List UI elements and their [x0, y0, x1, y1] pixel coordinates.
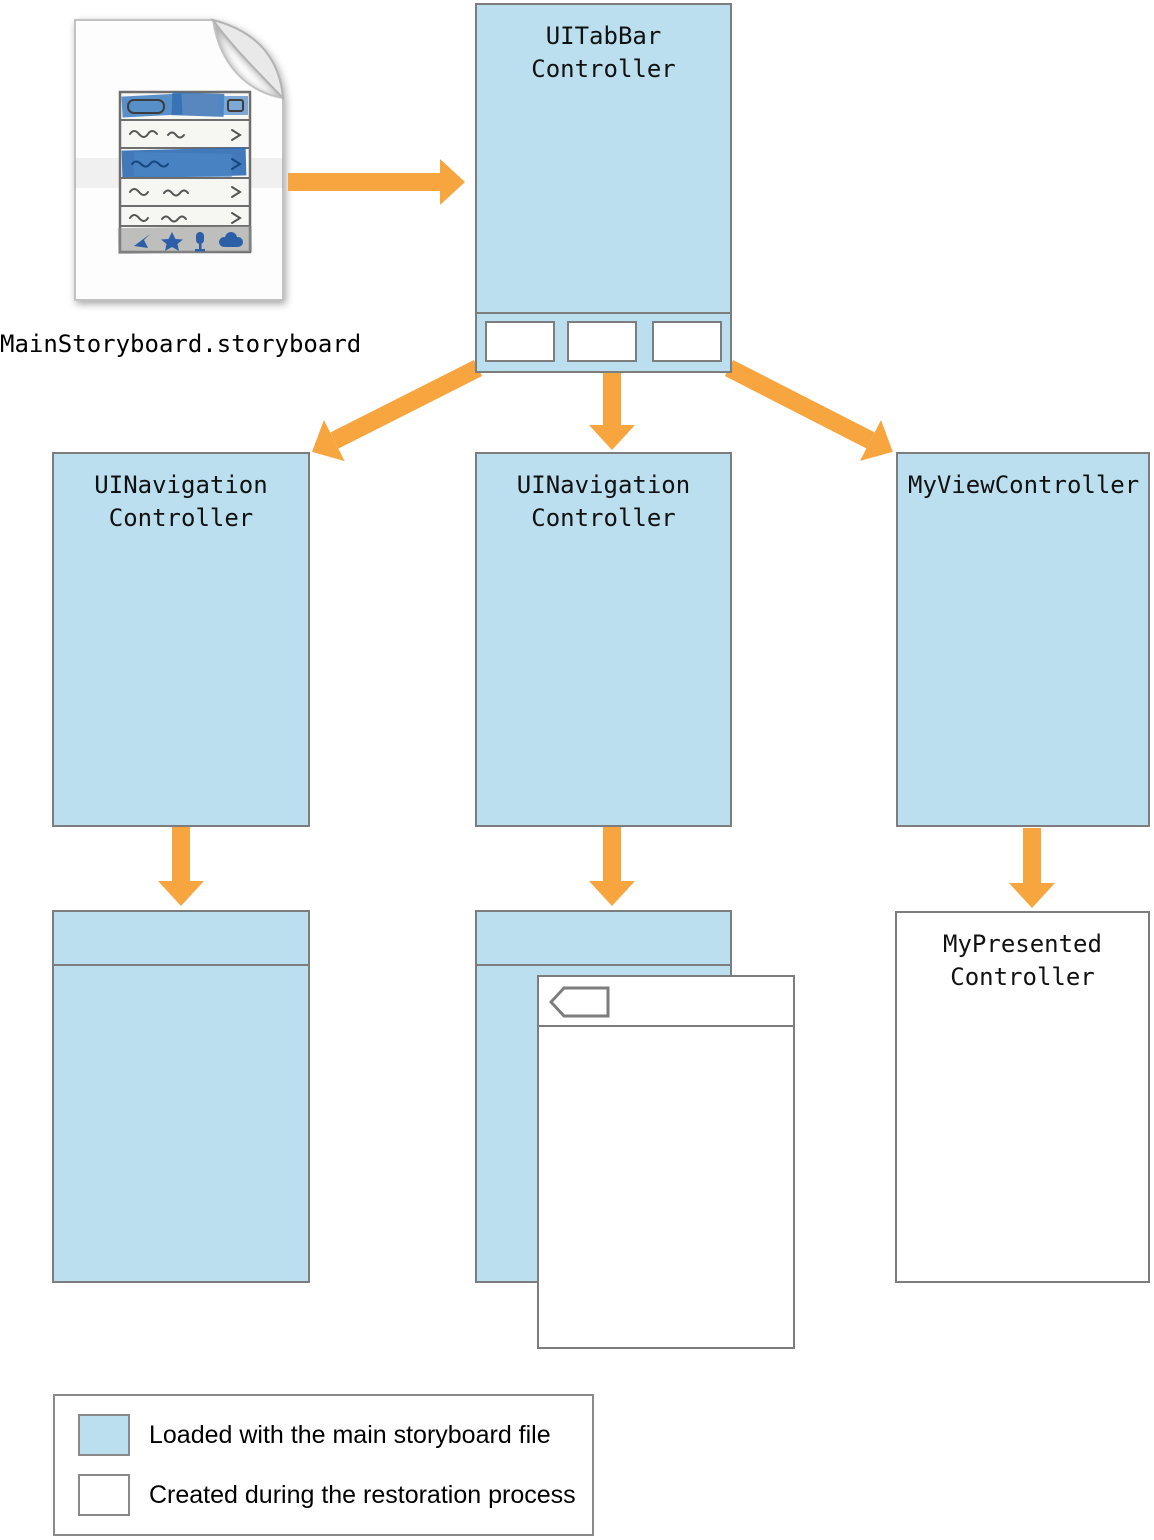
navbar-header	[54, 912, 308, 966]
sketch-row	[129, 212, 242, 224]
back-button-icon	[549, 986, 610, 1018]
tab-slot	[652, 321, 722, 362]
arrow-nav1-to-content	[158, 827, 204, 906]
arrow-nav2-to-content	[589, 827, 635, 906]
tabbar-strip	[477, 312, 730, 371]
node-myviewcontroller: MyViewController	[896, 452, 1150, 827]
mic-icon	[195, 232, 205, 252]
arrow-head	[589, 425, 635, 450]
arrow-shaft	[172, 827, 190, 881]
arrow-tabbar-to-nav2	[589, 373, 635, 450]
arrow-tabbar-to-nav1	[301, 347, 489, 473]
arrow-shaft	[330, 359, 483, 449]
sketch-navbar	[121, 92, 248, 118]
node-nav1-content-view	[52, 910, 310, 1283]
legend: Loaded with the main storyboard file Cre…	[53, 1394, 594, 1536]
arrow-head	[1009, 883, 1055, 908]
node-label: UINavigation Controller	[516, 471, 691, 532]
wireframe-sketch	[117, 90, 253, 255]
cloud-icon	[219, 232, 243, 247]
node-label: MyPresented Controller	[943, 930, 1102, 991]
sketch-tabbar	[117, 225, 253, 255]
node-uinavigation-controller-2: UINavigation Controller	[475, 452, 732, 827]
arrow-myvc-to-presented	[1009, 828, 1055, 908]
legend-item: Created during the restoration process	[78, 1474, 592, 1516]
legend-swatch-storyboard	[78, 1414, 130, 1456]
legend-label: Loaded with the main storyboard file	[149, 1421, 551, 1449]
arrow-shaft	[603, 827, 621, 881]
sketch-highlight-row	[121, 147, 247, 179]
tab-slot	[485, 321, 555, 362]
legend-label: Created during the restoration process	[149, 1481, 576, 1509]
legend-item: Loaded with the main storyboard file	[78, 1414, 592, 1456]
node-mypresented-controller: MyPresented Controller	[895, 911, 1150, 1283]
arrow-shaft	[1023, 828, 1041, 883]
arrow-shaft	[288, 173, 440, 191]
star-icon	[161, 232, 183, 251]
arrow-tabbar-to-myvc	[719, 348, 904, 473]
node-restored-pushed-view	[537, 975, 795, 1349]
navbar-header	[477, 912, 730, 966]
arrow-shaft	[724, 359, 875, 449]
arrow-head	[158, 881, 204, 906]
storyboard-file-label: MainStoryboard.storyboard	[0, 330, 362, 358]
node-label: UITabBar Controller	[531, 22, 676, 83]
storyboard-file-icon	[74, 18, 285, 301]
tab-slot	[567, 321, 637, 362]
plane-icon	[134, 234, 150, 248]
arrow-head	[440, 159, 465, 205]
navbar-header	[539, 977, 793, 1027]
node-uinavigation-controller-1: UINavigation Controller	[52, 452, 310, 827]
node-label: UINavigation Controller	[94, 471, 268, 532]
node-uitabbar-controller: UITabBar Controller	[475, 3, 732, 373]
node-label: MyViewController	[908, 471, 1140, 499]
arrow-head	[589, 881, 635, 906]
arrow-shaft	[603, 373, 621, 425]
arrow-storyboard-to-tabbar	[288, 159, 465, 205]
sketch-row	[129, 186, 242, 198]
legend-swatch-restored	[78, 1474, 130, 1516]
sketch-row	[129, 129, 242, 141]
